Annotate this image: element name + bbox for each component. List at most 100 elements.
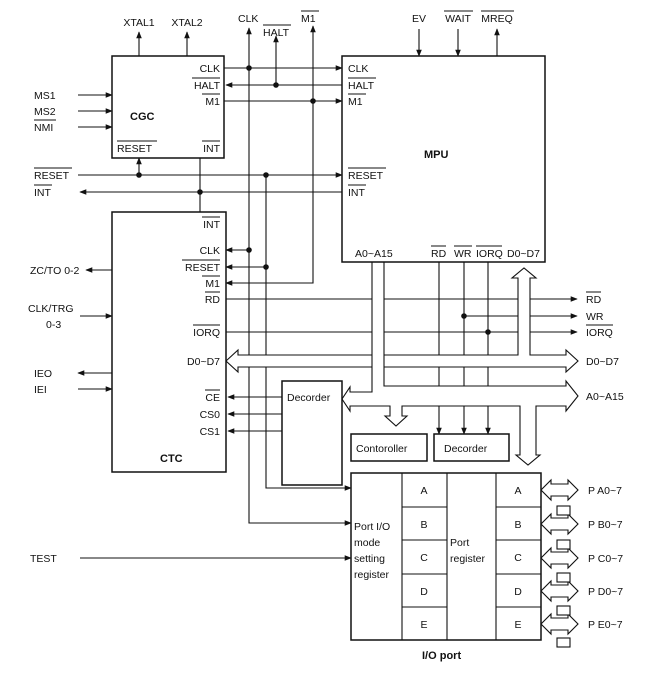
port-register-label-1: Port (450, 537, 469, 549)
xtal2-label: XTAL2 (171, 17, 202, 29)
data-right-label: D0~D7 (586, 356, 619, 368)
mreq-label: MREQ (481, 13, 513, 25)
address-bus-arrow (341, 262, 579, 466)
test-label: TEST (30, 553, 57, 565)
port-mode-row-d: D (420, 586, 428, 598)
iei-label: IEI (34, 384, 47, 396)
ms2-label: MS2 (34, 106, 56, 118)
port-reg-row-a: A (514, 485, 521, 497)
mpu-int-pin: INT (348, 187, 366, 199)
port-mode-label-1: Port I/O (354, 521, 390, 533)
ctc-int-pin: INT (203, 219, 221, 231)
cgc-m1-pin: M1 (205, 96, 220, 108)
ctc-data-pin: D0~D7 (187, 356, 220, 368)
mpu-rd-pin: RD (431, 248, 447, 260)
decoder-left-label: Decorder (287, 392, 331, 404)
port-reg-row-b: B (514, 519, 521, 531)
cgc-int-pin: INT (203, 143, 221, 155)
data-bus-arrow (225, 267, 579, 374)
port-out-a: P A0~7 (588, 485, 622, 497)
mpu-clk-pin: CLK (348, 63, 368, 75)
mpu-reset-pin: RESET (348, 170, 384, 182)
m1-top-label: M1 (301, 13, 316, 25)
ctc-ce-pin: CE (205, 392, 220, 404)
zcto-label: ZC/TO 0-2 (30, 265, 80, 277)
port-out-b: P B0~7 (588, 519, 623, 531)
mpu-addr-pin: A0~A15 (355, 248, 393, 260)
mpu-iorq-pin: IORQ (476, 248, 503, 260)
cgc-clk-pin: CLK (200, 63, 220, 75)
port-mode-label-3: setting (354, 553, 385, 565)
port-a-bus (540, 478, 579, 502)
junction-dots (136, 65, 491, 335)
cgc-title: CGC (130, 111, 155, 123)
clktrg-label-2: 0-3 (46, 319, 61, 331)
reset-ctc-wire (265, 175, 352, 491)
port-reg-row-c: C (514, 552, 522, 564)
cgc-reset-pin: RESET (117, 143, 153, 155)
ev-label: EV (412, 13, 426, 25)
clk-top-label: CLK (238, 13, 258, 25)
port-mode-row-b: B (420, 519, 427, 531)
mpu-halt-pin: HALT (348, 80, 375, 92)
clktrg-label-1: CLK/TRG (28, 303, 74, 315)
m1-ctc-wire (225, 101, 314, 286)
clk-down-wire (248, 68, 352, 526)
reset-sys-label: RESET (34, 170, 70, 182)
port-out-d: P D0~7 (588, 586, 623, 598)
ctc-rd-pin: RD (205, 294, 221, 306)
mpu-title: MPU (424, 149, 449, 161)
int-sys-label: INT (34, 187, 52, 199)
ctc-clk-pin: CLK (200, 245, 220, 257)
ctc-cs0-pin: CS0 (200, 409, 221, 421)
port-e-bus (540, 612, 579, 636)
port-b-bus (540, 512, 579, 536)
io-port-block (350, 472, 542, 641)
ieo-label: IEO (34, 368, 52, 380)
cgc-halt-pin: HALT (194, 80, 221, 92)
port-reg-row-d: D (514, 586, 522, 598)
port-mode-label-4: register (354, 569, 390, 581)
port-c-bus (540, 546, 579, 570)
port-out-c: P C0~7 (588, 553, 623, 565)
wait-label: WAIT (445, 13, 471, 25)
ctc-iorq-pin: IORQ (193, 327, 220, 339)
ctc-block (111, 211, 227, 473)
mpu-wr-pin: WR (454, 248, 472, 260)
io-port-title: I/O port (422, 650, 461, 662)
wr-right-label: WR (586, 311, 604, 323)
ctc-m1-pin: M1 (205, 278, 220, 290)
xtal1-label: XTAL1 (123, 17, 154, 29)
ms1-label: MS1 (34, 90, 56, 102)
mpu-data-pin: D0~D7 (507, 248, 540, 260)
port-d-bus (540, 579, 579, 603)
port-register-label-2: register (450, 553, 486, 565)
rd-right-label: RD (586, 294, 602, 306)
controller-block (350, 433, 428, 462)
decoder-right-block (433, 433, 510, 462)
ctc-cs1-pin: CS1 (200, 426, 221, 438)
nmi-label: NMI (34, 122, 53, 134)
port-output-pads (556, 505, 571, 648)
decoder-left-block (281, 380, 343, 486)
port-mode-row-e: E (420, 619, 427, 631)
labels: XTAL1 XTAL2 CLK HALT M1 EV WAIT MREQ MS1… (28, 10, 624, 631)
port-mode-label-2: mode (354, 537, 380, 549)
decoder-right-label: Decorder (444, 443, 488, 455)
controller-label: Contoroller (356, 443, 408, 455)
halt-top-label: HALT (263, 27, 290, 39)
io-row-dividers (402, 506, 541, 608)
mpu-m1-pin: M1 (348, 96, 363, 108)
port-mode-row-a: A (420, 485, 427, 497)
port-reg-row-e: E (514, 619, 521, 631)
port-out-e: P E0~7 (588, 619, 623, 631)
iorq-right-label: IORQ (586, 327, 613, 339)
port-mode-row-c: C (420, 552, 428, 564)
addr-right-label: A0~A15 (586, 391, 624, 403)
buses (225, 262, 579, 636)
ctc-reset-pin: RESET (185, 262, 221, 274)
ctc-title: CTC (160, 453, 183, 465)
blocks: CGC MPU CTC Decorder Contoroller Decorde… (111, 55, 571, 662)
mpu-block (341, 55, 546, 263)
